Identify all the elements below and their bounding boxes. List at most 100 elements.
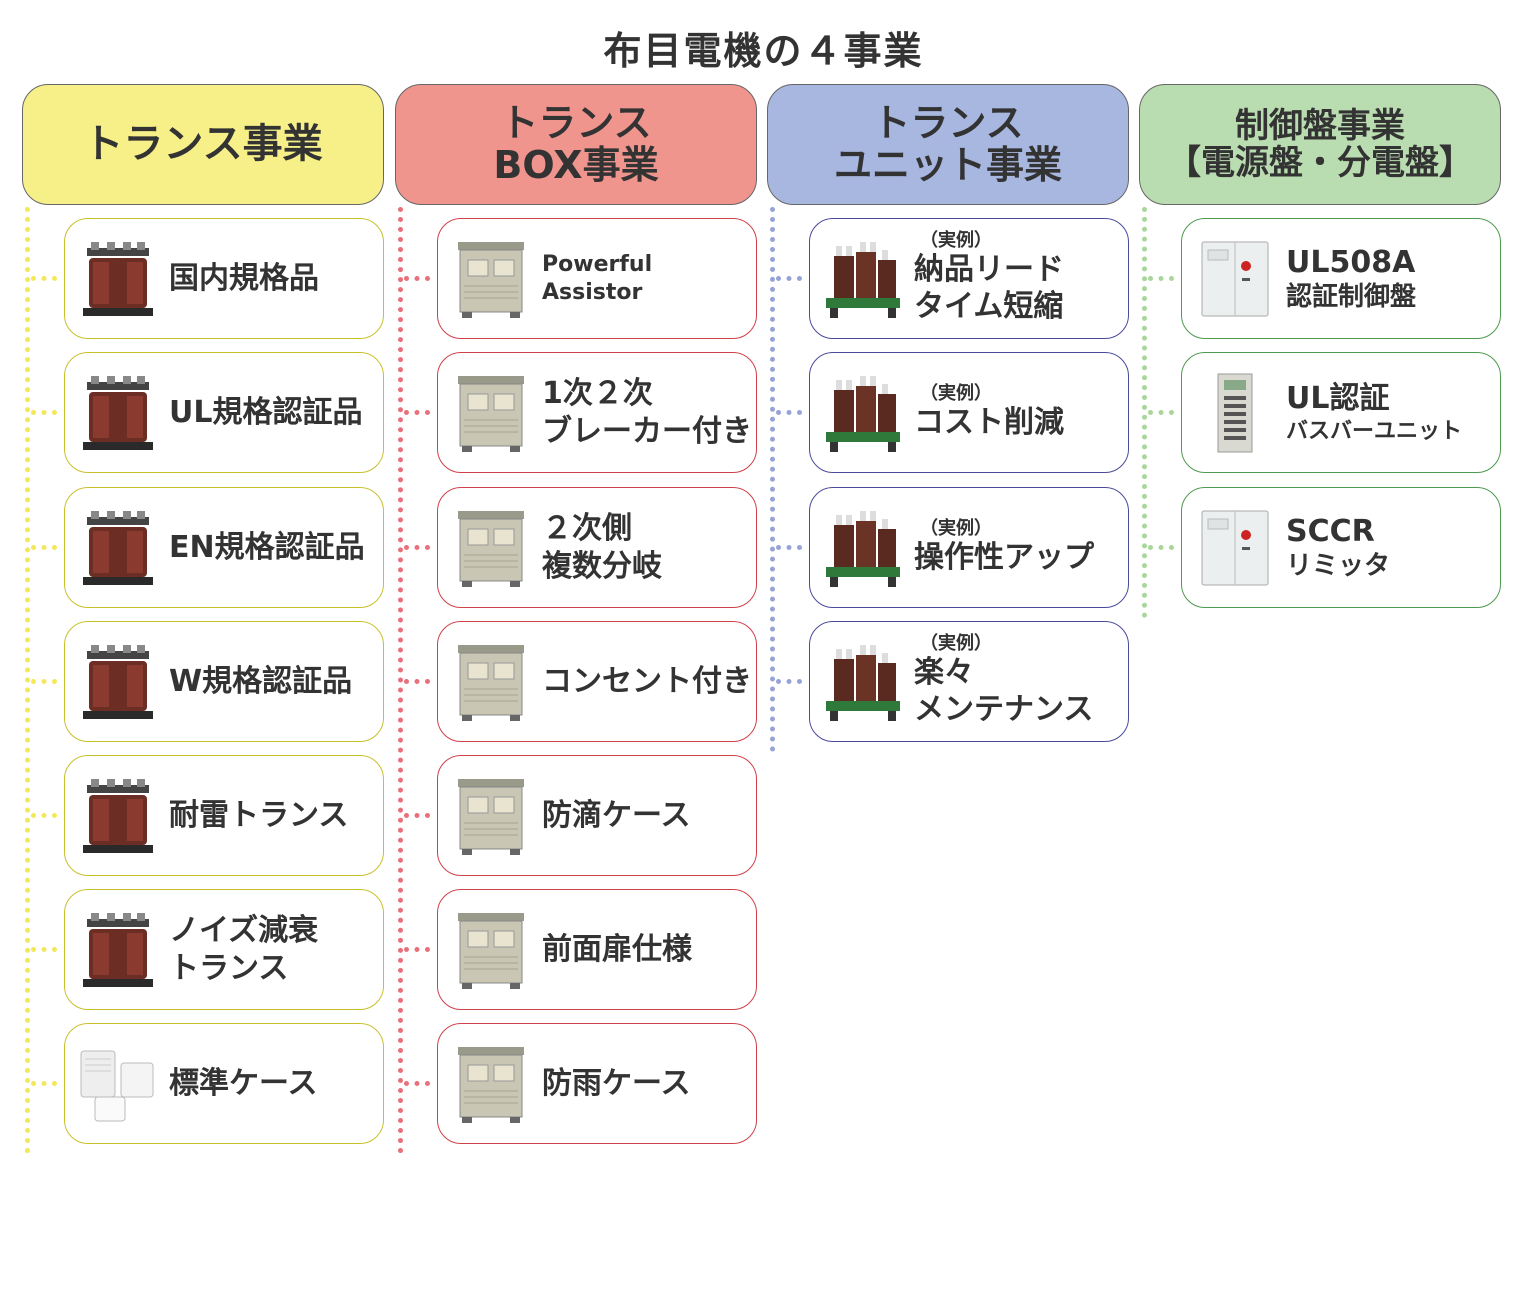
product-label-line: 複数分岐: [542, 548, 662, 584]
product-card[interactable]: ノイズ減衰トランス: [31, 889, 384, 1010]
product-label-line: Assistor: [542, 279, 643, 305]
product-card[interactable]: 1次２次ブレーカー付き: [404, 352, 757, 473]
cabinet-icon: [1194, 505, 1276, 591]
connector-dots: [1148, 276, 1174, 281]
product-label-line: UL規格認証品: [169, 394, 363, 430]
enclosure-icon: [450, 370, 532, 456]
product-card[interactable]: UL規格認証品: [31, 352, 384, 473]
product-label-line: 耐雷トランス: [169, 797, 349, 833]
product-card[interactable]: 標準ケース: [31, 1023, 384, 1144]
connector-dots: [776, 545, 802, 550]
product-label-line: UL認証: [1286, 381, 1390, 416]
product-label-line: ２次側: [542, 511, 632, 546]
product-label-line: タイム短縮: [914, 289, 1064, 325]
connector-dots: [31, 545, 57, 550]
product-label: 防滴ケース: [542, 797, 691, 835]
product-card[interactable]: EN規格認証品: [31, 487, 384, 608]
product-label: 前面扉仕様: [542, 931, 692, 969]
product-label: W規格認証品: [169, 663, 352, 701]
connector-dots: [404, 410, 430, 415]
enclosure-icon: [450, 236, 532, 322]
connector-vertical-line: [770, 207, 775, 752]
product-card[interactable]: （実例）コスト削減: [776, 352, 1129, 473]
connector-dots: [31, 813, 57, 818]
header-line: トランス事業: [83, 120, 323, 167]
column-transformer: トランス事業 国内規格品 UL規格認証品 EN規格認証品 W規格認証品: [22, 84, 384, 1154]
product-card[interactable]: W規格認証品: [31, 621, 384, 742]
unit-icon: [822, 370, 904, 456]
example-note: （実例）: [920, 633, 992, 655]
product-label: （実例）コスト削減: [914, 384, 1064, 441]
product-label-line: EN規格認証品: [169, 529, 365, 565]
example-note: （実例）: [920, 230, 992, 252]
product-card[interactable]: 防雨ケース: [404, 1023, 757, 1144]
product-card[interactable]: （実例）操作性アップ: [776, 487, 1129, 608]
connector-dots: [404, 545, 430, 550]
product-label-line: 防滴ケース: [542, 797, 691, 833]
product-card[interactable]: （実例）楽々メンテナンス: [776, 621, 1129, 742]
connector-dots: [1148, 545, 1174, 550]
page-title: 布目電機の４事業: [603, 29, 924, 73]
product-label-line: 認証制御盤: [1286, 282, 1417, 312]
case-icon: [77, 1041, 159, 1127]
connector-dots: [31, 1081, 57, 1086]
product-label: コンセント付き: [542, 663, 752, 701]
product-label-line: コンセント付き: [542, 663, 752, 699]
product-label-line: Powerful: [542, 252, 653, 277]
unit-icon: [822, 505, 904, 591]
product-card[interactable]: UL認証バスバーユニット: [1148, 352, 1501, 473]
connector-dots: [31, 410, 57, 415]
product-label-line: 防雨ケース: [542, 1065, 691, 1101]
connector-dots: [404, 813, 430, 818]
product-card[interactable]: 防滴ケース: [404, 755, 757, 876]
product-card[interactable]: 耐雷トランス: [31, 755, 384, 876]
product-card[interactable]: ２次側複数分岐: [404, 487, 757, 608]
product-label: ２次側複数分岐: [542, 510, 662, 585]
product-label-line: リミッタ: [1286, 551, 1391, 581]
enclosure-icon: [450, 505, 532, 591]
transformer-icon: [77, 505, 159, 591]
product-label-line: 1次２次: [542, 376, 653, 411]
connector-vertical-line: [398, 207, 403, 1154]
connector-dots: [1148, 410, 1174, 415]
column-header-transformer-unit[interactable]: トランスユニット事業: [767, 84, 1129, 205]
product-label-line: コスト削減: [914, 404, 1064, 440]
product-card[interactable]: 前面扉仕様: [404, 889, 757, 1010]
product-label-line: 操作性アップ: [914, 539, 1094, 575]
product-label-line: 楽々: [914, 654, 974, 690]
product-card[interactable]: 国内規格品: [31, 218, 384, 339]
column-header-transformer[interactable]: トランス事業: [22, 84, 384, 205]
product-label-line: ノイズ減衰: [169, 913, 319, 948]
column-transformer-unit: トランスユニット事業 （実例）納品リードタイム短縮 （実例）コスト削減 （実例）…: [767, 84, 1129, 752]
product-label: ノイズ減衰トランス: [169, 912, 318, 987]
enclosure-icon: [450, 907, 532, 993]
connector-vertical-line: [25, 207, 30, 1154]
header-line: トランス: [500, 101, 652, 146]
product-label-line: バスバーユニット: [1286, 418, 1463, 444]
column-header-control-panel[interactable]: 制御盤事業【電源盤・分電盤】: [1139, 84, 1501, 205]
transformer-icon: [77, 907, 159, 993]
product-label: UL規格認証品: [169, 394, 362, 432]
cabinet-icon: [1194, 236, 1276, 322]
product-label: EN規格認証品: [169, 529, 365, 567]
product-label-line: UL508A: [1286, 244, 1416, 280]
connector-dots: [31, 679, 57, 684]
product-label-line: 標準ケース: [169, 1065, 318, 1101]
header-line: 制御盤事業: [1235, 105, 1405, 146]
connector-dots: [404, 947, 430, 952]
unit-icon: [822, 639, 904, 725]
product-label: 国内規格品: [169, 260, 319, 298]
connector-dots: [776, 276, 802, 281]
product-card[interactable]: （実例）納品リードタイム短縮: [776, 218, 1129, 339]
product-label-line: 前面扉仕様: [542, 931, 692, 967]
product-label-line: SCCR: [1286, 513, 1375, 549]
product-card[interactable]: コンセント付き: [404, 621, 757, 742]
